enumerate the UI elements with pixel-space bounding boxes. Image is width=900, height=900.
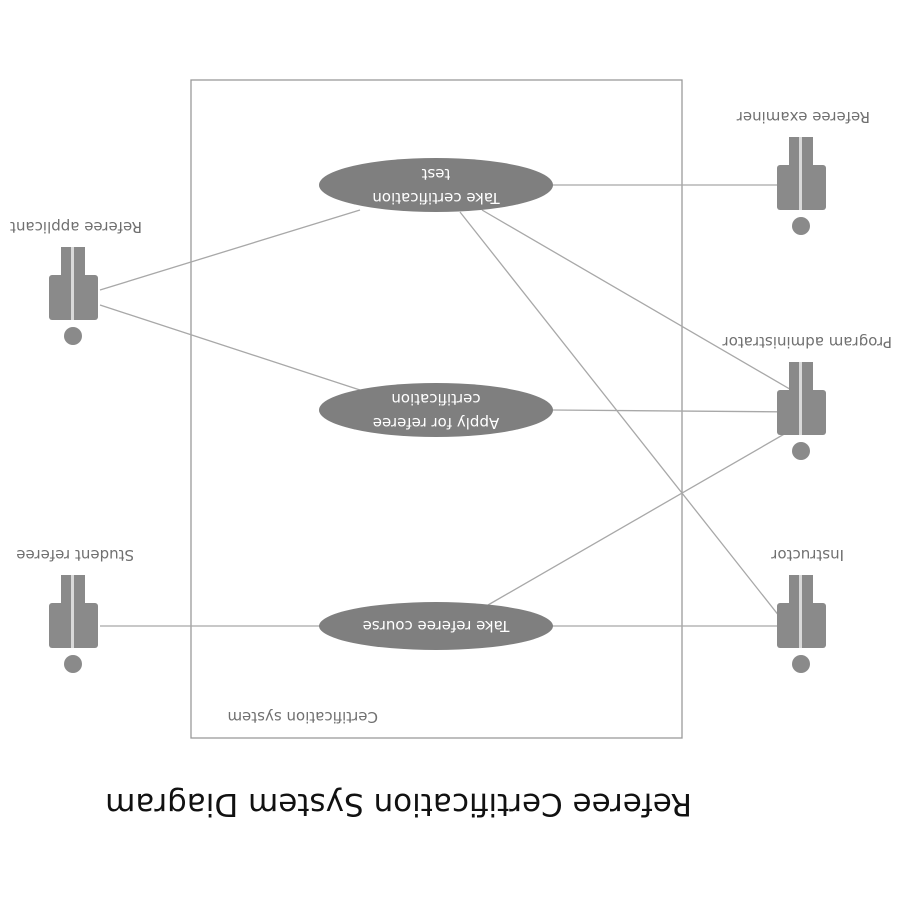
- actor-label-referee-examiner: Referee examiner: [736, 108, 870, 126]
- assoc-admin-apply: [551, 409, 801, 413]
- actor-label-program-administrator: Program administrator: [722, 333, 892, 351]
- system-boundary-label: Certification system: [227, 708, 378, 726]
- assoc-admin-take-test: [481, 209, 801, 396]
- use-case-take-test-line1: Take certification: [372, 189, 500, 207]
- use-case-label-apply: Apply for referee certification: [320, 387, 552, 435]
- actor-referee-examiner-icon: [777, 137, 826, 235]
- actor-program-administrator-icon: [777, 362, 826, 460]
- actor-label-instructor: Instructor: [771, 546, 844, 564]
- actor-label-referee-applicant: Referee applicant: [10, 218, 142, 236]
- diagram-title: Referee Certification System Diagram: [105, 786, 692, 822]
- actor-student-referee-icon: [49, 575, 98, 673]
- assoc-admin-course: [487, 424, 801, 606]
- use-case-apply-for-referee-certification: [319, 383, 553, 437]
- use-case-take-referee-course: [319, 602, 553, 650]
- use-case-take-certification-test: [319, 158, 553, 212]
- use-case-apply-line2: certification: [391, 390, 481, 408]
- assoc-applicant-take-test: [99, 209, 361, 291]
- assoc-instructor-take-test: [459, 211, 803, 646]
- use-case-take-test-line2: test: [421, 165, 451, 183]
- actor-instructor-icon: [777, 575, 826, 673]
- actor-label-student-referee: Student referee: [16, 546, 134, 564]
- use-case-label-course: Take referee course: [320, 614, 552, 638]
- use-case-label-take-test: Take certification test: [320, 162, 552, 210]
- system-boundary: [190, 79, 683, 739]
- use-case-course-line1: Take referee course: [362, 617, 510, 635]
- use-case-apply-line1: Apply for referee: [372, 414, 500, 432]
- actor-referee-applicant-icon: [49, 247, 98, 345]
- assoc-applicant-apply: [99, 304, 361, 391]
